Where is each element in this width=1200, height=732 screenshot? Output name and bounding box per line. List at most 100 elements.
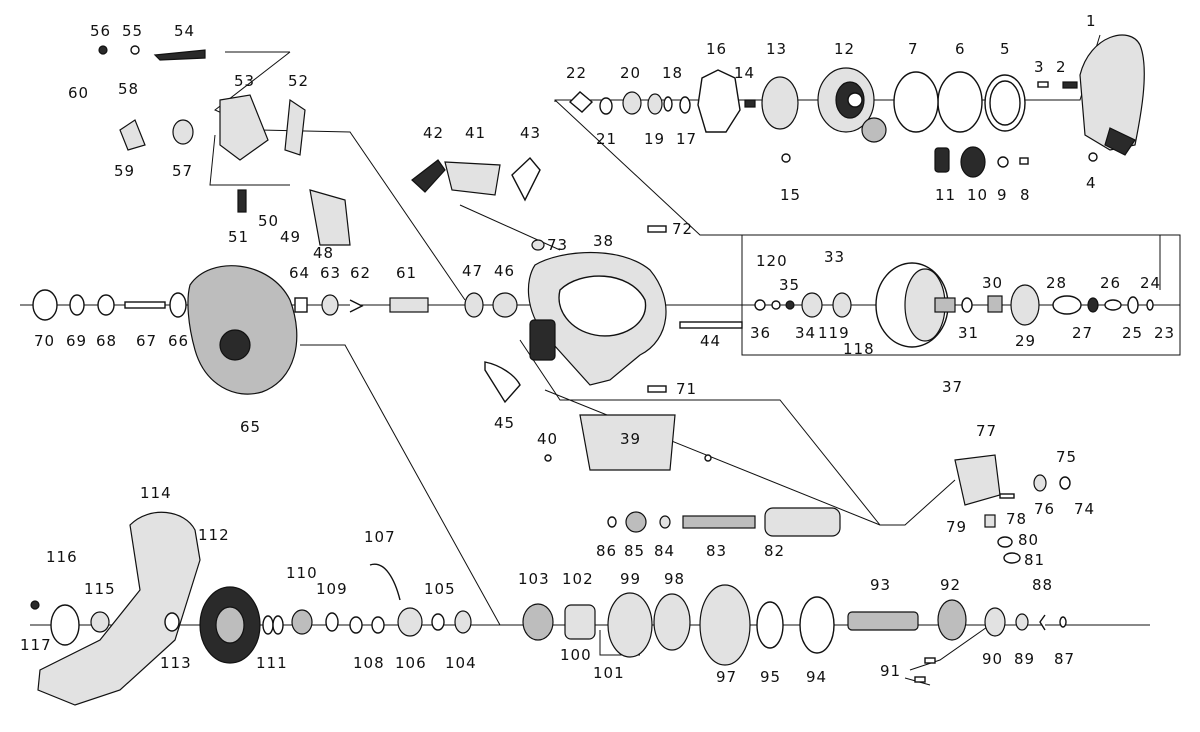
part-label: 73 [547, 236, 568, 254]
part-label: 9 [997, 186, 1008, 204]
part-label: 38 [593, 232, 614, 250]
part-label: 112 [198, 526, 230, 544]
part-label: 106 [395, 654, 427, 672]
part-label: 102 [562, 570, 594, 588]
part-label: 26 [1100, 274, 1121, 292]
part-label: 55 [122, 22, 143, 40]
part-label: 51 [228, 228, 249, 246]
part-label: 45 [494, 414, 515, 432]
part-label: 82 [764, 542, 785, 560]
part-label: 92 [940, 576, 961, 594]
part-label: 44 [700, 332, 721, 350]
part-label: 34 [795, 324, 816, 342]
part-label: 7 [908, 40, 919, 58]
part-label: 64 [289, 264, 310, 282]
part-label: 40 [537, 430, 558, 448]
part-label: 23 [1154, 324, 1175, 342]
part-label: 97 [716, 668, 737, 686]
part-label: 65 [240, 418, 261, 436]
part-label: 2 [1056, 58, 1067, 76]
part-label: 83 [706, 542, 727, 560]
part-label: 71 [676, 380, 697, 398]
part-label: 94 [806, 668, 827, 686]
part-label: 53 [234, 72, 255, 90]
guide-lines [20, 34, 1181, 686]
drive-train [30, 511, 1067, 706]
part-label: 117 [20, 636, 52, 654]
side-cover-assembly [568, 34, 1145, 178]
part-label: 105 [424, 580, 456, 598]
part-label: 88 [1032, 576, 1053, 594]
part-label: 85 [624, 542, 645, 560]
level-wind-assembly [607, 454, 1071, 564]
part-label: 20 [620, 64, 641, 82]
part-label: 47 [462, 262, 483, 280]
part-label: 57 [172, 162, 193, 180]
part-label: 50 [258, 212, 279, 230]
part-label: 1 [1086, 12, 1097, 30]
part-label: 69 [66, 332, 87, 350]
part-label: 25 [1122, 324, 1143, 342]
part-label: 109 [316, 580, 348, 598]
part-label: 42 [423, 124, 444, 142]
part-label: 75 [1056, 448, 1077, 466]
part-label: 68 [96, 332, 117, 350]
part-label: 77 [976, 422, 997, 440]
part-label: 17 [676, 130, 697, 148]
part-label: 37 [942, 378, 963, 396]
part-label: 86 [596, 542, 617, 560]
part-label: 63 [320, 264, 341, 282]
part-label: 98 [664, 570, 685, 588]
part-label: 103 [518, 570, 550, 588]
part-label: 114 [140, 484, 172, 502]
spool-assembly [754, 262, 1154, 348]
part-label: 56 [90, 22, 111, 40]
part-label: 62 [350, 264, 371, 282]
part-label: 119 [818, 324, 850, 342]
part-label: 101 [593, 664, 625, 682]
part-label: 6 [955, 40, 966, 58]
part-label: 74 [1074, 500, 1095, 518]
part-label: 39 [620, 430, 641, 448]
part-label: 52 [288, 72, 309, 90]
part-label: 24 [1140, 274, 1161, 292]
part-label: 89 [1014, 650, 1035, 668]
part-label: 70 [34, 332, 55, 350]
part-label: 113 [160, 654, 192, 672]
part-label: 27 [1072, 324, 1093, 342]
part-label: 48 [313, 244, 334, 262]
part-label: 84 [654, 542, 675, 560]
part-label: 8 [1020, 186, 1031, 204]
part-label: 3 [1034, 58, 1045, 76]
part-label: 30 [982, 274, 1003, 292]
part-label: 108 [353, 654, 385, 672]
part-label: 93 [870, 576, 891, 594]
part-label: 78 [1006, 510, 1027, 528]
part-label: 100 [560, 646, 592, 664]
part-label: 41 [465, 124, 486, 142]
part-label: 12 [834, 40, 855, 58]
part-label: 11 [935, 186, 956, 204]
part-label: 13 [766, 40, 787, 58]
part-label: 29 [1015, 332, 1036, 350]
part-label: 110 [286, 564, 318, 582]
part-label: 87 [1054, 650, 1075, 668]
left-side-plate [32, 45, 429, 395]
part-label: 90 [982, 650, 1003, 668]
part-label: 76 [1034, 500, 1055, 518]
part-label: 31 [958, 324, 979, 342]
part-label: 95 [760, 668, 781, 686]
part-label: 43 [520, 124, 541, 142]
part-label: 54 [174, 22, 195, 40]
part-label: 120 [756, 252, 788, 270]
part-label: 16 [706, 40, 727, 58]
part-label: 99 [620, 570, 641, 588]
part-label: 28 [1046, 274, 1067, 292]
part-label: 115 [84, 580, 116, 598]
part-label: 10 [967, 186, 988, 204]
frame-assembly [411, 156, 743, 471]
part-label: 15 [780, 186, 801, 204]
part-label: 59 [114, 162, 135, 180]
part-label: 22 [566, 64, 587, 82]
